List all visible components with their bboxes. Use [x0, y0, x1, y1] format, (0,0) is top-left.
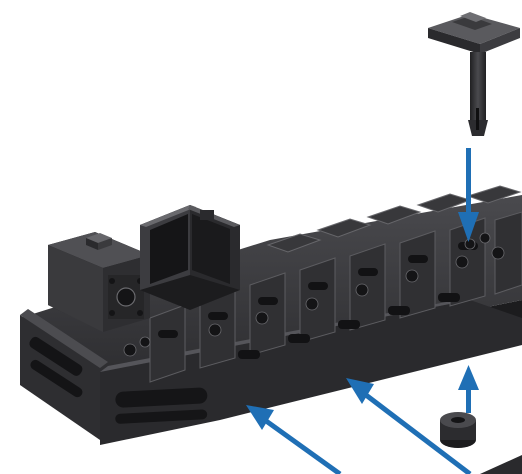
- corner-block: [140, 205, 240, 310]
- connector-holes: [123, 232, 505, 357]
- assembly-arrows: [246, 148, 479, 474]
- base-grid-plate: [20, 185, 522, 445]
- down-arrow: [458, 148, 479, 242]
- diagonal-arrow-2: [346, 378, 472, 474]
- round-spacer: [440, 412, 476, 448]
- back-comb: [266, 185, 522, 253]
- square-block: [48, 232, 150, 332]
- slot-openings: [158, 242, 478, 359]
- end-rail-bottom: [480, 455, 522, 474]
- grid-slats: [149, 211, 522, 383]
- up-arrow: [458, 365, 479, 413]
- diagonal-arrow-1: [246, 405, 342, 474]
- connector-pin: [428, 12, 520, 136]
